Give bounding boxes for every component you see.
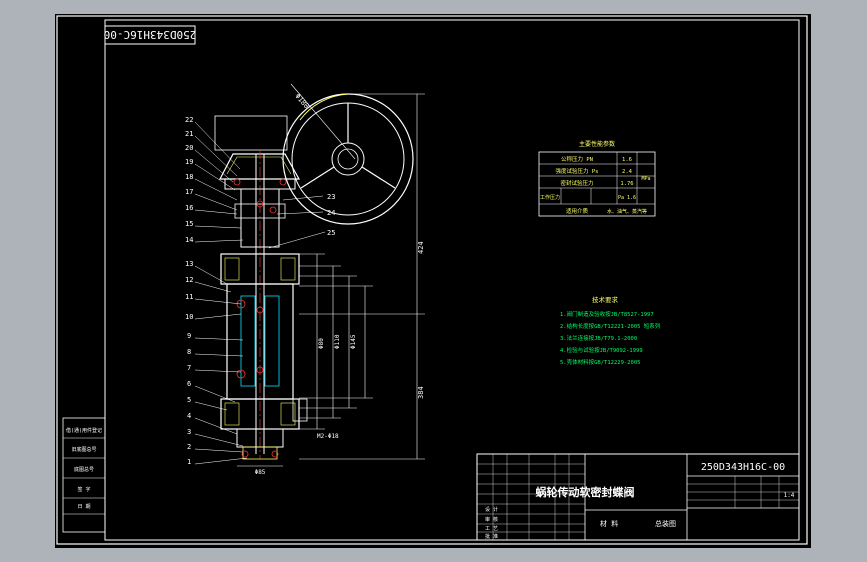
part-number: 7 (187, 364, 191, 372)
title-drawing-number: 250D343H16C-00 (701, 462, 785, 473)
perf-row-2-value: 2.4 (622, 169, 633, 175)
part-number-labels-left: 22 21 20 19 18 17 16 15 14 13 12 11 10 9… (185, 116, 193, 466)
dim-flange-1: Φ80 (318, 338, 325, 349)
part-number: 5 (187, 396, 191, 404)
part-number: 20 (185, 144, 193, 152)
tech-req-item-5: 5.壳体材料按GB/T12229-2005 (560, 358, 640, 366)
title-left-row-1: 设 计 (485, 506, 498, 513)
part-number: 17 (185, 188, 193, 196)
part-number: 15 (185, 220, 193, 228)
perf-row-3-value: 1.76 (620, 181, 633, 187)
cad-drawing: 250D343H16C-00 借(通)用件登记 旧底图总号 底图总号 签 字 日… (56, 15, 808, 545)
part-number: 14 (185, 236, 193, 244)
part-number: 19 (185, 158, 193, 166)
title-left-row-4: 批 准 (485, 533, 498, 540)
left-strip-row-5: 日 期 (77, 504, 90, 510)
tech-req-item-1: 1.阀门制造及验收按JB/T8527-1997 (560, 310, 654, 318)
leader-lines-left (194, 121, 248, 465)
left-strip-row-2: 旧底图总号 (71, 446, 96, 453)
drawing-sheet: 250D343H16C-00 借(通)用件登记 旧底图总号 底图总号 签 字 日… (55, 14, 811, 548)
left-strip-row-1: 借(通)用件登记 (66, 427, 102, 434)
perf-row-5-label: 适用介质 (566, 207, 589, 215)
dim-bottom-width: Φ85 (255, 469, 266, 476)
part-number: 16 (185, 204, 193, 212)
part-number: 10 (185, 313, 193, 321)
tech-req-item-3: 3.法兰连接按JB/T79.1-2000 (560, 334, 637, 342)
part-number: 23 (327, 193, 335, 201)
part-number: 9 (187, 332, 191, 340)
part-number: 13 (185, 260, 193, 268)
dim-flange-2: Φ110 (334, 334, 341, 349)
left-strip-row-3: 底图总号 (74, 466, 94, 473)
drawing-number-box (104, 25, 196, 45)
dimension-lines (299, 93, 425, 460)
part-number: 1 (187, 458, 191, 466)
title-scale: 1:4 (784, 492, 795, 499)
left-strip-row-4: 签 字 (77, 486, 90, 493)
handwheel (282, 83, 414, 225)
tech-req-item-4: 4.检验与试验按JB/T9092-1999 (560, 346, 643, 354)
perf-row-4-label: 工作压力 (540, 194, 560, 201)
title-left-row-2: 审 核 (485, 516, 498, 523)
inner-frame (104, 19, 800, 541)
dim-side-bolt: M2-Φ18 (317, 433, 339, 440)
title-block (476, 453, 800, 541)
perf-unit: MPa (641, 176, 650, 182)
tech-req-heading: 技术要求 (592, 295, 619, 304)
part-number: 3 (187, 428, 191, 436)
technical-requirements: 技术要求 1.阀门制造及验收按JB/T8527-1997 2.结构长度按GB/T… (560, 295, 661, 366)
perf-row-1-label: 公称压力 PN (561, 155, 593, 163)
dim-overall-height: 424 (417, 241, 425, 254)
performance-table-title: 主要性能参数 (579, 140, 615, 148)
part-number: 12 (185, 276, 193, 284)
dim-lower-height: 384 (417, 386, 425, 399)
title-product-name: 蜗轮传动软密封蝶阀 (536, 485, 635, 499)
part-number: 24 (327, 209, 335, 217)
part-number: 2 (187, 443, 191, 451)
title-material-label: 材 料 (600, 519, 618, 528)
part-number: 21 (185, 130, 193, 138)
outer-frame (56, 15, 808, 545)
perf-row-3-label: 密封试验压力 (560, 179, 593, 187)
valve-body (220, 149, 308, 460)
title-drawing-name: 总装图 (655, 519, 676, 528)
perf-row-1-value: 1.6 (622, 157, 632, 163)
performance-table: 主要性能参数 公称压力 PN 1.6 强度试验压力 Ps 2.4 密封试验压力 … (538, 140, 656, 217)
part-number: 11 (185, 293, 193, 301)
title-left-row-3: 工 艺 (485, 526, 498, 532)
part-number: 18 (185, 173, 193, 181)
drawing-number-mirrored: 250D343H16C-00 (104, 28, 197, 41)
dim-flange-3: Φ145 (350, 334, 357, 349)
perf-row-2-label: 强度试验压力 Ps (556, 167, 599, 175)
perf-row-5-value: 水、油气、蒸汽等 (607, 208, 647, 215)
part-number: 4 (187, 412, 191, 420)
perf-row-4-value: Pa 1.6 (618, 195, 636, 201)
left-strip-table: 借(通)用件登记 旧底图总号 底图总号 签 字 日 期 (62, 417, 106, 533)
leader-lines-right (268, 195, 326, 249)
part-number: 6 (187, 380, 191, 388)
tech-req-item-2: 2.结构长度按GB/T12221-2005 短系列 (560, 322, 661, 330)
part-number: 25 (327, 229, 335, 237)
part-number: 22 (185, 116, 193, 124)
part-number: 8 (187, 348, 191, 356)
